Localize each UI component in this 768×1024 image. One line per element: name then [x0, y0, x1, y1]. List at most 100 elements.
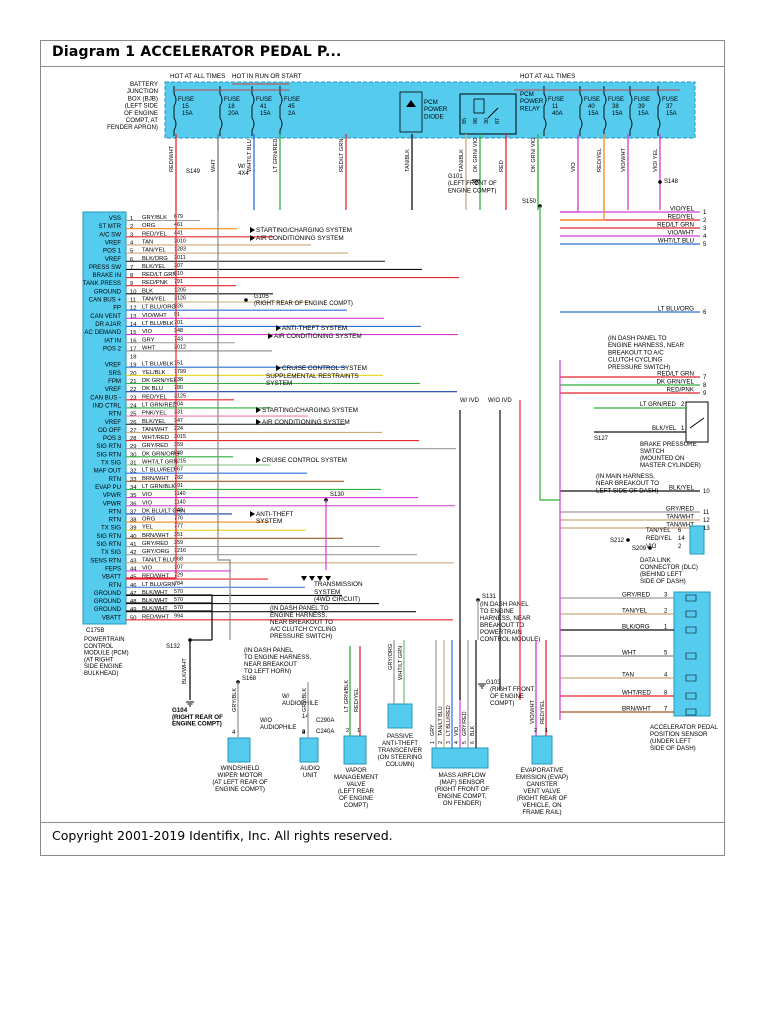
- pcm-pin-circuit: 359: [174, 540, 183, 546]
- note-ac-cycling-2: NEAR BREAKOUT TO: [270, 619, 333, 626]
- pcm-pin-number: 33: [130, 477, 136, 483]
- app-sensor-label: ACCELERATOR PEDAL: [650, 724, 718, 731]
- pcm-pin-circuit: 151: [174, 361, 183, 367]
- pcm-pin-signal: POS 2: [103, 345, 122, 352]
- relay-label: PCM: [520, 91, 534, 98]
- pcm-pin-signal: ST MTR: [98, 223, 121, 230]
- audiophile-wo-label: AUDIOPHILE: [260, 725, 296, 731]
- pcm-pin-signal: VREF: [105, 362, 122, 369]
- app-sensor-pin-wire: GRY/RED: [622, 592, 651, 599]
- pcm-pin-signal: VREF: [105, 419, 122, 426]
- hot-in-run-label: HOT IN RUN OR START: [232, 73, 302, 80]
- wiper-pin: 4: [232, 730, 236, 736]
- dlc-pin-wire: RED/YEL: [646, 536, 672, 542]
- reference-arrow: [250, 227, 255, 233]
- pcm-pin-wire: BLK/WHT: [142, 590, 168, 596]
- audiophile-connector: C240A: [316, 729, 334, 735]
- pcm-pin-circuit: 3011: [174, 255, 186, 261]
- relay-coil: [473, 98, 485, 114]
- audio-pin: 4: [302, 730, 306, 736]
- diode-symbol: [406, 100, 416, 107]
- app-sensor-pin-wire: WHT: [622, 650, 636, 657]
- relay-box: [459, 93, 517, 135]
- fuse-number: 41: [260, 104, 267, 110]
- maf-sensor-label: (MAF) SENSOR: [439, 779, 485, 786]
- note-pcm-breakout: BREAKOUT TO: [480, 622, 524, 629]
- ground-g104-label: (RIGHT REAR OF: [172, 714, 223, 721]
- wiper-motor-box: [227, 737, 251, 763]
- pcm-pin-number: 40: [130, 534, 136, 540]
- diode-label: PCM: [424, 99, 438, 106]
- bjb-label: COMPT, AT: [126, 117, 158, 124]
- right-rail-wire-label: RED/LT GRN: [657, 222, 694, 229]
- dlc-label: DATA LINK: [640, 557, 672, 564]
- right-rail-wire-number: 13: [703, 526, 710, 532]
- pcm-pin-number: 1: [130, 216, 133, 222]
- pcm-pin-signal: VPWR: [103, 500, 122, 507]
- pcm-pin-signal: BRAKE IN: [93, 272, 121, 279]
- pats-label: TRANSCEIVER: [378, 747, 423, 754]
- brake-switch-pin-number: 1: [681, 426, 685, 432]
- pcm-pin-wire: VIO: [142, 565, 152, 571]
- vmv-pin: 2: [346, 728, 349, 734]
- right-rail-wire-label: DK GRN/YEL: [657, 379, 695, 386]
- right-rail-wire-number: 10: [703, 489, 710, 495]
- wiper-motor-label: WIPER MOTOR: [218, 772, 263, 779]
- s212-dot: [626, 538, 630, 542]
- pcm-pin-number: 2: [130, 224, 133, 230]
- right-rail-wire-number: 6: [703, 310, 707, 316]
- pats-wire-label: WHT/LT GRN: [398, 646, 404, 680]
- evap-valve-box: [531, 735, 553, 765]
- note-with-ivd: W/ IVD: [460, 398, 480, 404]
- pcm-pin-wire: GRY/RED: [142, 541, 168, 547]
- pcm-pin-number: 44: [130, 566, 137, 572]
- pcm-pin-circuit: 1283: [174, 247, 186, 253]
- pcm-pin-signal: A/C SW: [99, 231, 121, 238]
- pcm-pin-signal: SRS: [108, 370, 121, 377]
- s132-dot: [188, 638, 192, 642]
- pcm-pin-number: 19: [130, 363, 136, 369]
- pcm-pin-wire: RED/WHT: [142, 574, 170, 580]
- pcm-label: SIDE ENGINE: [84, 664, 123, 670]
- pcm-pin-circuit: 347: [174, 418, 183, 424]
- fuse-symbol: [579, 86, 583, 136]
- top-wire-label: RED/YEL: [597, 148, 603, 172]
- pcm-pin-wire: PNK/YEL: [142, 411, 167, 417]
- maf-pin: 5: [462, 741, 468, 744]
- reference-arrow: [250, 235, 255, 241]
- pcm-label: POWERTRAIN: [84, 637, 125, 643]
- fuse-rating: 40A: [552, 111, 563, 117]
- pcm-pin-number: 11: [130, 298, 136, 304]
- pcm-pin-signal: OD OFF: [98, 427, 121, 434]
- splice-label-s127: S127: [594, 436, 609, 442]
- pcm-pin-number: 26: [130, 420, 136, 426]
- pcm-pin-signal: RTN: [109, 411, 121, 418]
- reference-arrow: [276, 365, 281, 371]
- evap-valve-label: FRAME RAIL): [522, 809, 561, 816]
- pcm-pin-number: 5: [130, 249, 133, 255]
- diode-label: DIODE: [424, 113, 444, 120]
- dlc-label: (BEHIND LEFT: [640, 571, 683, 578]
- fuse-rating: 15A: [260, 111, 271, 117]
- pcm-pin-signal: SIG RTN: [96, 541, 121, 548]
- evap-valve-label: EVAPORATIVE: [521, 767, 564, 774]
- note-pcm-breakout: CONTROL MODULE): [480, 636, 540, 643]
- right-rail-wire-label: VIO/WHT: [668, 230, 695, 237]
- pcm-pin-wire: BLK/ORG: [142, 256, 168, 262]
- right-rail-wire-label: BLK/YEL: [669, 485, 695, 492]
- pcm-pin-circuit: 791: [174, 279, 183, 285]
- right-rail-wire-number: 5: [703, 242, 707, 248]
- pcm-pin-wire: LT GRN/RED: [142, 402, 177, 408]
- pcm-pin-circuit: 238: [174, 377, 183, 383]
- pcm-pin-circuit: 777: [174, 524, 183, 530]
- pcm-pin-wire: LT GRN/BLK: [142, 484, 175, 490]
- note-left-horn: TO LEFT HORN): [244, 668, 291, 675]
- app-sensor-pin-wire: BRN/WHT: [622, 706, 651, 713]
- pcm-connector-label: C175B: [86, 628, 104, 634]
- system-reference: AIR CONDITIONING SYSTEM: [274, 333, 362, 340]
- pcm-pin-signal: VREF: [105, 256, 122, 263]
- evap-wire-label: RED/YEL: [540, 700, 546, 724]
- pcm-pin-circuit: 570: [174, 605, 183, 611]
- pcm-pin-number: 24: [130, 403, 137, 409]
- splice-label-s131: S131: [482, 594, 497, 600]
